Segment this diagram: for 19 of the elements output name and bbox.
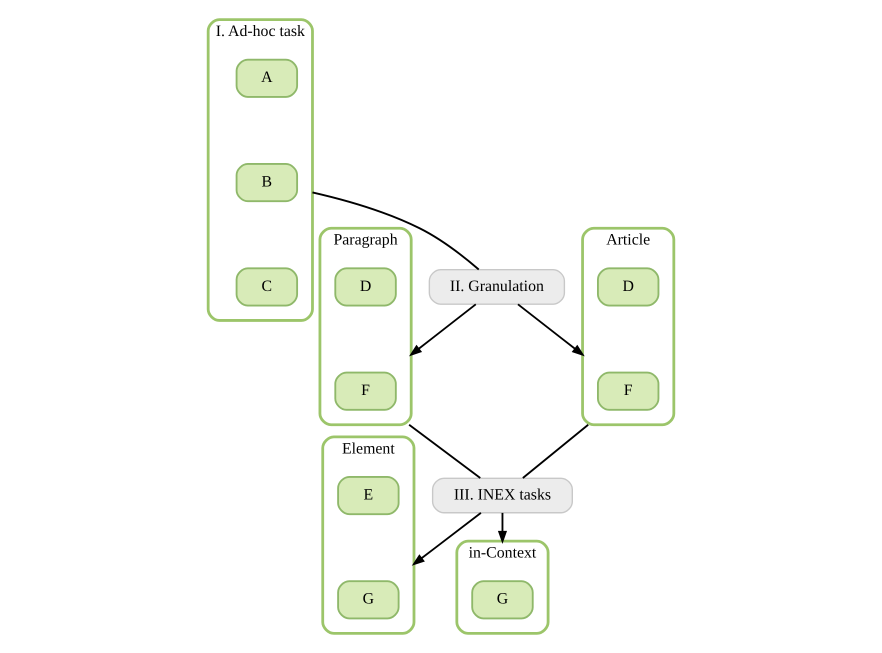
node-box: II. Granulation xyxy=(428,269,566,305)
node-box: C xyxy=(236,267,298,306)
arrow xyxy=(408,304,476,356)
arrow xyxy=(412,512,482,566)
arrow xyxy=(517,304,585,356)
node-box: D xyxy=(597,267,660,306)
node-box: G xyxy=(337,580,400,620)
connector xyxy=(522,424,589,479)
node-box: E xyxy=(337,476,400,516)
node-box: F xyxy=(334,372,397,411)
node-box: B xyxy=(236,163,298,202)
connector xyxy=(408,424,481,479)
arrow xyxy=(498,512,508,544)
connector xyxy=(312,192,480,270)
node-box: III. INEX tasks xyxy=(432,478,574,514)
node-box: D xyxy=(334,267,397,306)
node-box: G xyxy=(471,580,534,620)
node-box: A xyxy=(236,58,298,98)
node-box: F xyxy=(597,372,660,411)
